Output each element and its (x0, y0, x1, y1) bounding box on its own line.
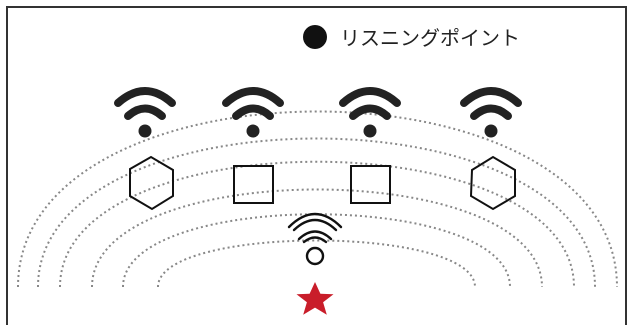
wifi-icon (114, 87, 176, 138)
range-arc-1 (37, 137, 596, 288)
wifi-node-1 (114, 87, 176, 211)
square-node-shape (233, 165, 274, 204)
hexagon-node-shape (129, 155, 174, 211)
range-arc-6 (17, 110, 618, 288)
frame-outline (6, 6, 627, 325)
listening-point-marker (303, 25, 327, 49)
star-source-icon (296, 282, 334, 315)
wifi-node-4 (460, 87, 522, 211)
listening-point-label: リスニングポイント (340, 26, 520, 50)
wifi-node-3 (339, 87, 401, 204)
wifi-outline-icon (287, 212, 343, 266)
range-arc-5 (157, 239, 476, 288)
square-node-shape (350, 165, 391, 204)
range-arc-4 (122, 213, 511, 288)
range-arc-2 (59, 160, 575, 288)
hexagon-node-shape (469, 155, 516, 211)
wifi-icon (460, 87, 522, 138)
wifi-icon (222, 87, 284, 138)
range-arc-3 (91, 188, 543, 288)
wifi-node-2 (222, 87, 284, 204)
wifi-icon (339, 87, 401, 138)
